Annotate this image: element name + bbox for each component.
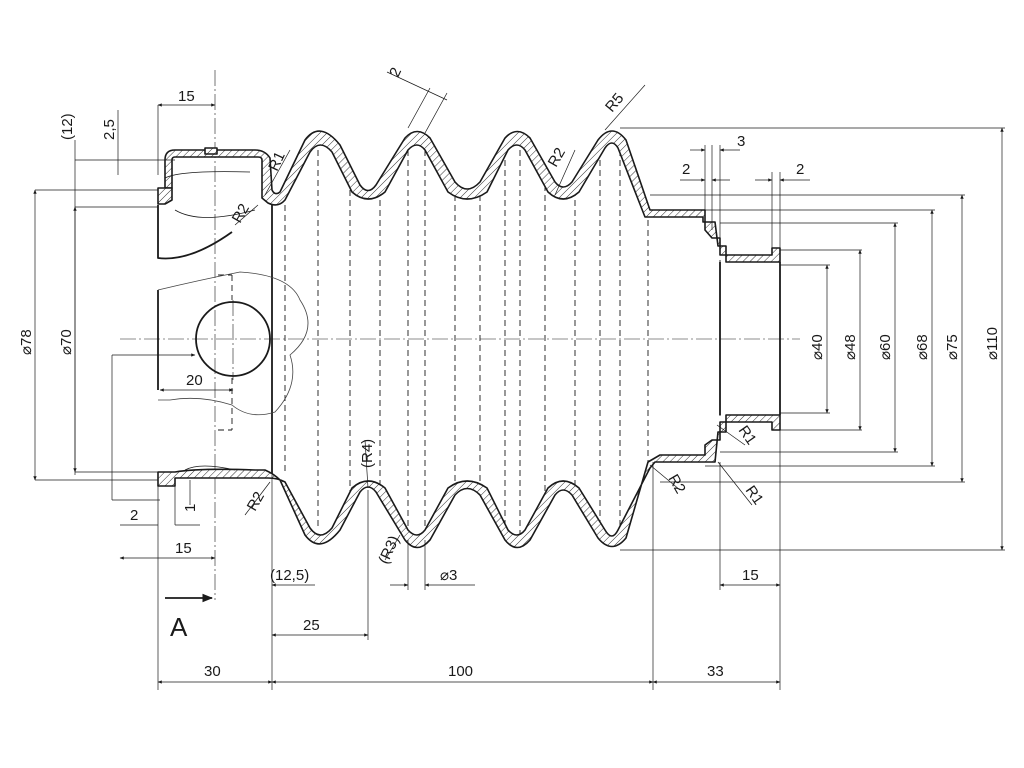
view-label-A: A (170, 612, 188, 642)
dim-dia3: ⌀3 (440, 567, 457, 584)
dim-15-right: 15 (742, 567, 759, 584)
dim-100: 100 (448, 663, 473, 680)
dim-33: 33 (707, 663, 724, 680)
dim-dia40: ⌀40 (809, 334, 826, 360)
dim-dia110: ⌀110 (984, 327, 1001, 360)
dim-2-bottom: 2 (130, 507, 138, 524)
dim-R2-bottom-left: R2 (244, 489, 268, 514)
dim-15-top: 15 (178, 88, 195, 105)
dim-R1-right-a: R1 (735, 423, 760, 448)
dim-R2-right-bottom: R2 (665, 472, 689, 497)
dim-15-bottom: 15 (175, 540, 192, 557)
dim-dia60: ⌀60 (877, 334, 894, 360)
dim-3: 3 (737, 133, 745, 150)
dim-R2-top-left: R2 (229, 201, 253, 226)
dim-R4: (R4) (359, 439, 376, 468)
dim-dia75: ⌀75 (944, 334, 961, 360)
dim-12-5: (12,5) (270, 567, 309, 584)
dim-20: 20 (186, 372, 203, 389)
dim-30: 30 (204, 663, 221, 680)
bellows-section-bottom (157, 414, 781, 549)
dim-dia68: ⌀68 (914, 334, 931, 360)
dim-25: 25 (303, 617, 320, 634)
dim-dia48: ⌀48 (842, 334, 859, 360)
side-hole (195, 301, 271, 377)
dim-R1-top: R1 (265, 149, 289, 174)
dim-2-pitch: 2 (386, 65, 405, 80)
center-lines (120, 70, 800, 600)
dim-1-bottom: 1 (182, 504, 199, 512)
dim-R5: R5 (602, 90, 627, 116)
right-collar-inner (719, 262, 781, 415)
dim-2-right-b: 2 (796, 161, 804, 178)
dim-2-right-a: 2 (682, 161, 690, 178)
bellows-section-top (157, 130, 781, 263)
dim-12: (12) (59, 113, 76, 140)
dim-dia70: ⌀70 (58, 329, 75, 355)
dim-R3: (R3) (375, 533, 403, 567)
dim-dia78: ⌀78 (18, 329, 35, 355)
dim-2-5: 2,5 (101, 119, 118, 140)
dim-R2-top-right: R2 (545, 145, 569, 170)
dim-R1-right-b: R1 (742, 483, 767, 508)
dimension-lines (33, 71, 1005, 690)
